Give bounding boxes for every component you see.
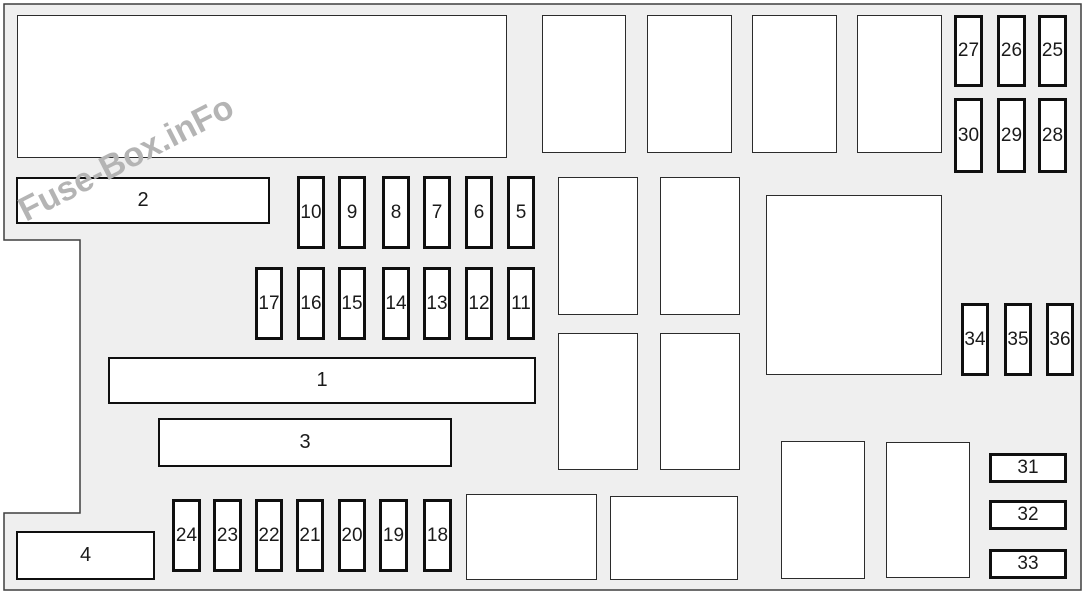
fuse-32: 32: [989, 500, 1067, 530]
fuse-29: 29: [997, 98, 1026, 173]
relay-mid-2: [660, 177, 740, 315]
fuse-19: 19: [379, 499, 408, 572]
relay-mid-1: [558, 177, 638, 315]
relay-mid-3: [558, 333, 638, 470]
fuse-22: 22: [255, 499, 283, 572]
fuse-36: 36: [1046, 303, 1074, 376]
fuse-17: 17: [255, 267, 283, 340]
fuse-23: 23: [213, 499, 242, 572]
fuse-10: 10: [297, 176, 325, 249]
fuse-24: 24: [172, 499, 201, 572]
fuse-28: 28: [1038, 98, 1067, 173]
relay-bottom-3: [781, 441, 865, 579]
fuse-9: 9: [338, 176, 366, 249]
bar-4: 4: [16, 531, 155, 580]
relay-bottom-2: [610, 496, 738, 580]
bar-2: 2: [16, 177, 270, 224]
fuse-34: 34: [961, 303, 989, 376]
fuse-7: 7: [423, 176, 451, 249]
bar-3: 3: [158, 418, 452, 467]
relay-top-4: [857, 15, 942, 153]
fuse-21: 21: [296, 499, 324, 572]
relay-top-2: [647, 15, 732, 153]
bar-1: 1: [108, 357, 536, 404]
fuse-33: 33: [989, 549, 1067, 579]
fuse-35: 35: [1004, 303, 1032, 376]
fuse-30: 30: [954, 98, 983, 173]
fuse-11: 11: [507, 267, 535, 340]
relay-bottom-1: [466, 494, 597, 580]
fuse-31: 31: [989, 453, 1067, 483]
fuse-8: 8: [382, 176, 410, 249]
relay-square: [766, 195, 942, 375]
relay-top-3: [752, 15, 837, 153]
fuse-14: 14: [382, 267, 410, 340]
fuse-6: 6: [465, 176, 493, 249]
fuse-25: 25: [1038, 15, 1067, 87]
relay-bottom-4: [886, 442, 970, 578]
fuse-26: 26: [997, 15, 1026, 87]
fuse-13: 13: [423, 267, 451, 340]
relay-top-1: [542, 15, 626, 153]
module-top-left: [17, 15, 507, 158]
fuse-5: 5: [507, 176, 535, 249]
relay-mid-4: [660, 333, 740, 470]
fuse-18: 18: [423, 499, 452, 572]
fuse-27: 27: [954, 15, 983, 87]
fuse-12: 12: [465, 267, 493, 340]
fuse-15: 15: [338, 267, 366, 340]
fuse-20: 20: [338, 499, 366, 572]
fuse-16: 16: [297, 267, 325, 340]
